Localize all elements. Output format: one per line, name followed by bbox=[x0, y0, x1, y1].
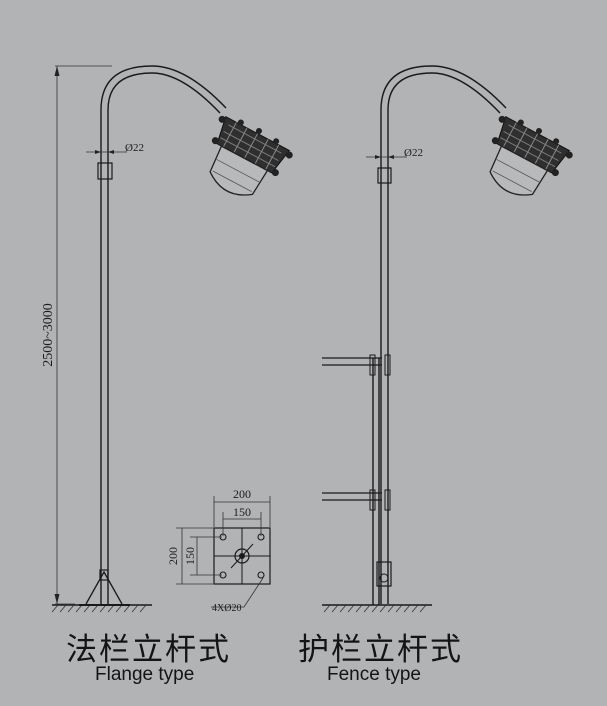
height-dimension-label: 2500~3000 bbox=[41, 303, 56, 367]
plate-height-label: 200 bbox=[166, 547, 180, 565]
bolt-hole-label: 4XØ20 bbox=[212, 603, 241, 614]
flange-plate-detail bbox=[176, 496, 271, 608]
plate-width-label: 200 bbox=[233, 487, 251, 501]
fence-type-en-title: Fence type bbox=[327, 664, 421, 685]
fence-type-cn-title: 护栏立杆式 bbox=[298, 632, 463, 668]
flange-type-en-title: Flange type bbox=[95, 664, 195, 685]
hole-spacing-width-label: 150 bbox=[233, 505, 251, 519]
left-diameter-label: Ø22 bbox=[125, 142, 144, 154]
fence-type-drawing bbox=[322, 65, 578, 613]
flange-type-drawing bbox=[51, 65, 298, 613]
hole-spacing-height-label: 150 bbox=[183, 547, 197, 565]
flange-type-cn-title: 法栏立杆式 bbox=[66, 632, 231, 668]
right-diameter-label: Ø22 bbox=[404, 147, 423, 159]
